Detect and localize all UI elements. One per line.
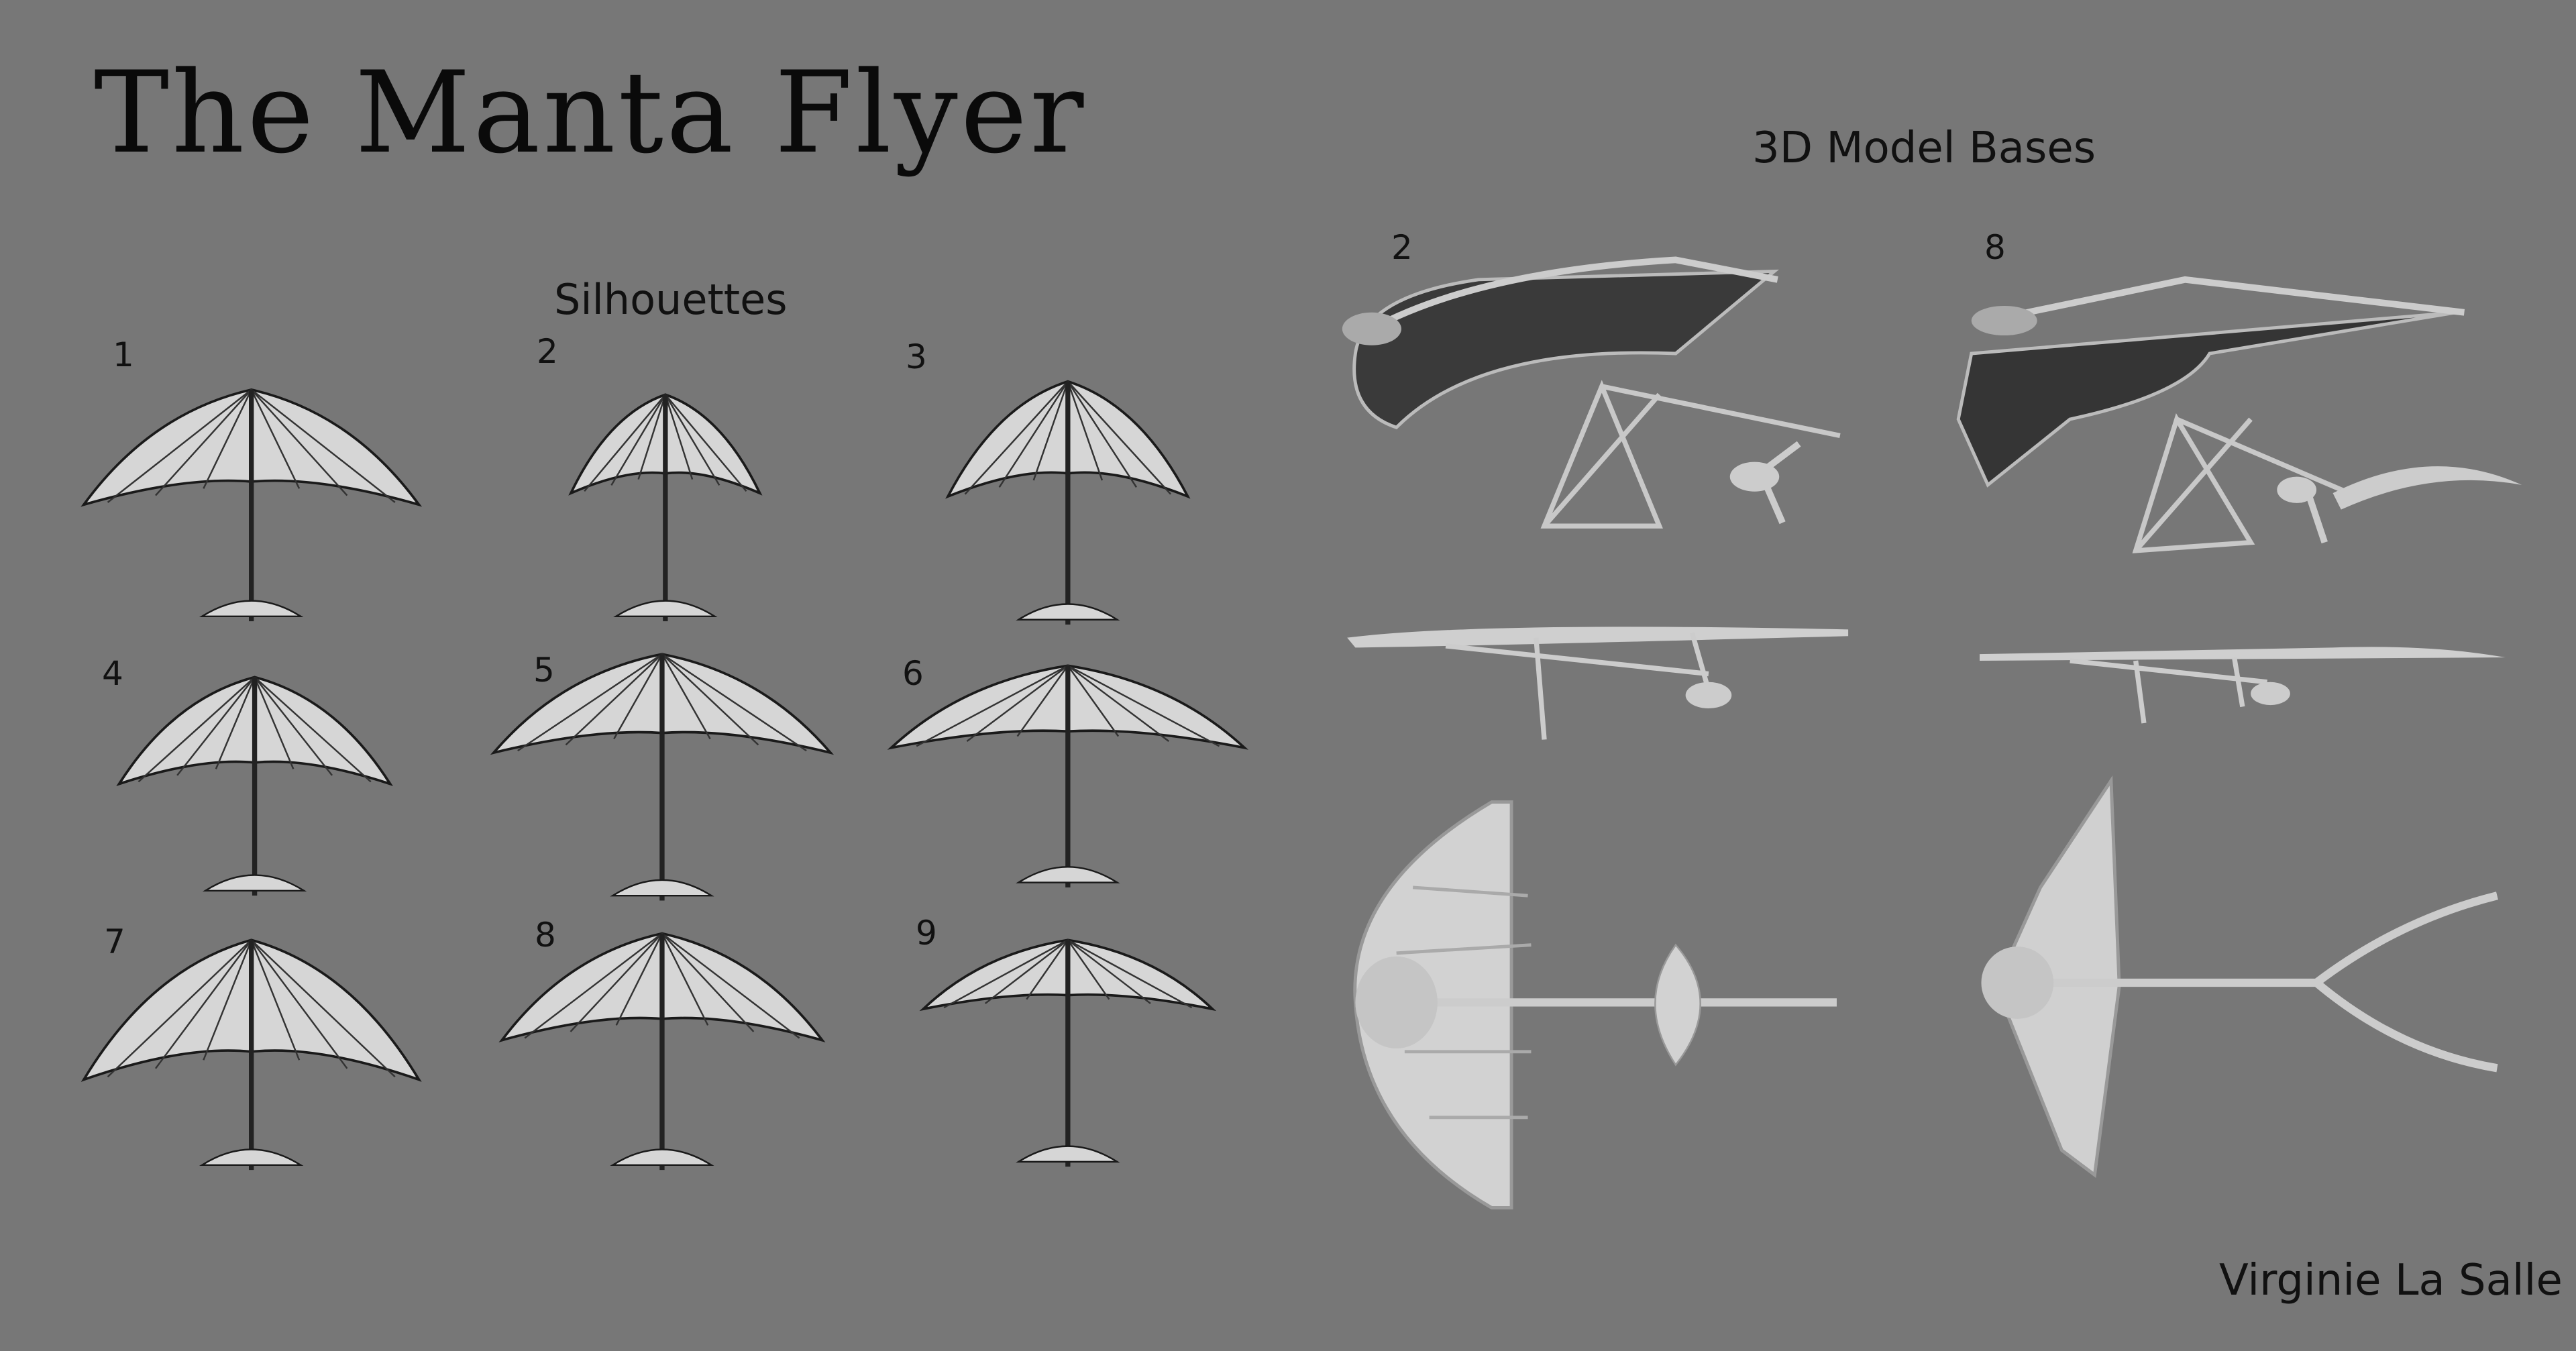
silhouette-glider-5	[490, 653, 835, 901]
model-bases-heading: 3D Model Bases	[1752, 123, 2096, 173]
silhouette-glider-3	[945, 380, 1191, 625]
model-8-top-view	[1981, 775, 2498, 1178]
page-title: The Manta Flyer	[94, 47, 1087, 178]
silhouette-glider-7	[80, 938, 422, 1171]
model-2-top-view	[1353, 800, 1837, 1209]
model-8-perspective	[1956, 276, 2522, 553]
silhouette-number-9: 9	[916, 914, 937, 953]
silhouettes-heading: Silhouettes	[554, 275, 788, 324]
model-number-8: 8	[1984, 228, 2006, 267]
silhouette-glider-2	[568, 393, 763, 622]
silhouette-glider-8	[498, 932, 826, 1171]
silhouettes-grid	[80, 380, 1249, 1171]
silhouette-number-7: 7	[104, 922, 125, 961]
silhouette-glider-1	[80, 388, 423, 622]
silhouette-number-4: 4	[102, 654, 123, 693]
model-2-side-view	[1347, 627, 1849, 740]
silhouette-number-8: 8	[535, 916, 556, 955]
silhouette-number-6: 6	[902, 654, 924, 693]
silhouette-glider-6	[887, 664, 1249, 887]
model-2-perspective	[1342, 256, 1841, 529]
silhouette-glider-4	[116, 676, 393, 896]
silhouette-number-3: 3	[906, 337, 927, 376]
silhouette-number-2: 2	[537, 332, 558, 371]
silhouette-glider-9	[919, 938, 1217, 1167]
silhouette-number-5: 5	[533, 651, 555, 690]
author-signature: Virginie La Salle	[2219, 1256, 2563, 1305]
model-8-side-view	[1980, 647, 2506, 724]
model-number-2: 2	[1391, 228, 1413, 267]
silhouette-number-1: 1	[113, 335, 134, 374]
